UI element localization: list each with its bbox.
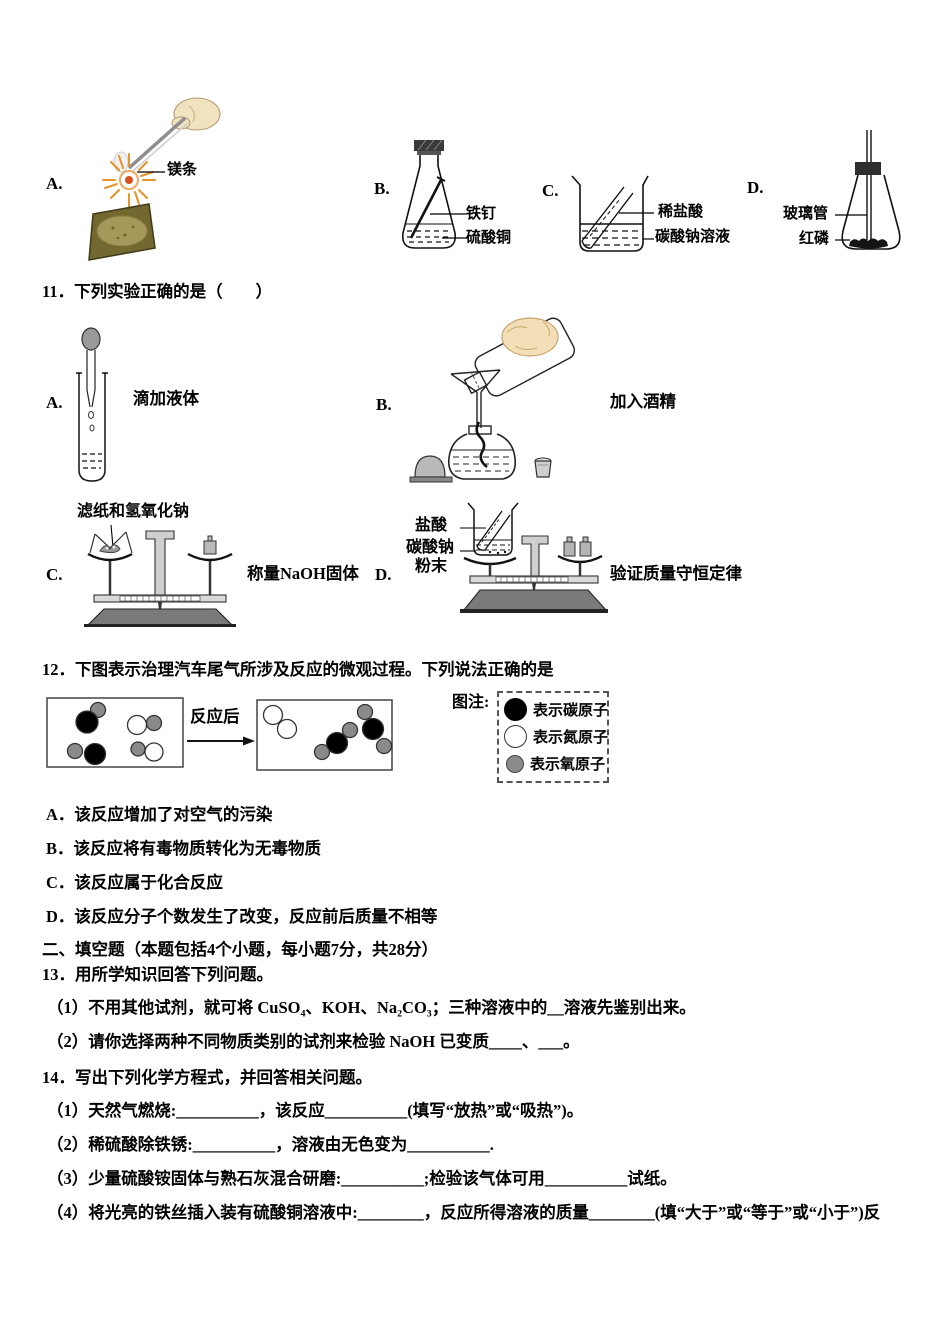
option-a-letter: A. <box>46 174 63 193</box>
sodium-carbonate-label: 碳酸钠 <box>406 539 455 556</box>
q11-option-b-caption: 加入酒精 <box>610 392 676 411</box>
reaction-arrow <box>243 736 255 746</box>
q13-title: 13．用所学知识回答下列问题。 <box>42 965 273 984</box>
q12-option-d: D．该反应分子个数发生了改变，反应前后质量不相等 <box>46 907 438 926</box>
balance-mass-conservation-figure <box>460 502 608 613</box>
q13-item-2: （2）请你选择两种不同物质类别的试剂来检验 NaOH 已变质____、___。 <box>47 1032 580 1051</box>
q12-option-b: B．该反应将有毒物质转化为无毒物质 <box>46 839 322 858</box>
oxygen-atom-icon <box>506 754 524 773</box>
filter-paper-naoh-label: 滤纸和氢氧化钠 <box>77 503 190 520</box>
dropper-test-tube-figure <box>76 327 108 482</box>
beaker-test-tube-figure <box>571 175 654 252</box>
q11-option-c-letter: C. <box>46 565 63 584</box>
option-c-letter: C. <box>542 181 559 200</box>
q11-option-b-letter: B. <box>376 395 392 414</box>
hcl-label: 盐酸 <box>415 517 448 534</box>
legend-row-oxygen: 表示氧原子 <box>504 750 606 777</box>
legend-carbon-text: 表示碳原子 <box>533 703 609 719</box>
option-b-letter: B. <box>374 179 390 198</box>
after-reaction-arrow-label: 反应后 <box>190 707 240 726</box>
q14-item-1: （1）天然气燃烧:__________，该反应__________(填写“放热”… <box>47 1101 584 1120</box>
q12-option-a: A．该反应增加了对空气的污染 <box>46 805 273 824</box>
legend-row-carbon: 表示碳原子 <box>504 696 608 723</box>
section2-title: 二、填空题（本题包括4个小题，每小题7分，共28分） <box>42 940 438 959</box>
magnesium-burning-figure <box>88 97 221 261</box>
copper-sulfate-label: 硫酸铜 <box>466 230 512 246</box>
legend-nitrogen-text: 表示氮原子 <box>533 730 609 746</box>
q14-item-2: （2）稀硫酸除铁锈:__________，溶液由无色变为__________. <box>47 1135 494 1154</box>
pouring-alcohol-figure <box>409 317 576 483</box>
q13-item-1: （1）不用其他试剂，就可将 CuSO₄、KOH、Na₂CO₃；三种溶液中的__溶… <box>47 998 696 1017</box>
q11-option-a-caption: 滴加液体 <box>133 389 199 408</box>
q12-title: 12．下图表示治理汽车尾气所涉及反应的微观过程。下列说法正确的是 <box>42 660 554 679</box>
q14-title: 14．写出下列化学方程式，并回答相关问题。 <box>42 1068 372 1087</box>
legend-box: 表示碳原子 表示氮原子 表示氧原子 <box>497 691 609 783</box>
balance-weighing-naoh-figure <box>84 524 236 627</box>
q11-option-c-caption: 称量NaOH固体 <box>247 564 359 583</box>
q12-option-c: C．该反应属于化合反应 <box>46 873 223 892</box>
legend-row-nitrogen: 表示氮原子 <box>504 723 608 750</box>
q11-title: 11．下列实验正确的是（ ） <box>42 282 273 301</box>
powder-label: 粉末 <box>415 558 448 575</box>
nitrogen-atom-icon <box>504 725 527 748</box>
q11-option-d-letter: D. <box>375 565 392 584</box>
magnesium-strip-label: 镁条 <box>167 162 198 178</box>
sodium-carbonate-solution-label: 碳酸钠溶液 <box>655 229 731 245</box>
dilute-hcl-label: 稀盐酸 <box>658 204 704 220</box>
molecules-after <box>262 703 393 761</box>
q14-item-4: （4）将光亮的铁丝插入装有硫酸铜溶液中:________，反应所得溶液的质量__… <box>47 1203 881 1222</box>
molecules-before <box>66 701 164 766</box>
q14-item-3: （3）少量硫酸铵固体与熟石灰混合研磨:__________;检验该气体可用___… <box>47 1169 677 1188</box>
option-d-letter: D. <box>747 178 764 197</box>
q11-option-a-letter: A. <box>46 393 63 412</box>
iron-nail-label: 铁钉 <box>466 206 497 222</box>
red-phosphorus-label: 红磷 <box>799 231 830 247</box>
legend-title: 图注: <box>452 694 490 711</box>
flask-red-phosphorus-figure <box>835 130 901 250</box>
carbon-atom-icon <box>504 698 527 721</box>
reaction-micro-diagram <box>46 697 393 771</box>
legend-oxygen-text: 表示氧原子 <box>530 757 606 773</box>
q11-option-d-caption: 验证质量守恒定律 <box>610 564 742 583</box>
flask-iron-nail-figure <box>401 139 467 249</box>
glass-tube-label: 玻璃管 <box>783 206 829 222</box>
